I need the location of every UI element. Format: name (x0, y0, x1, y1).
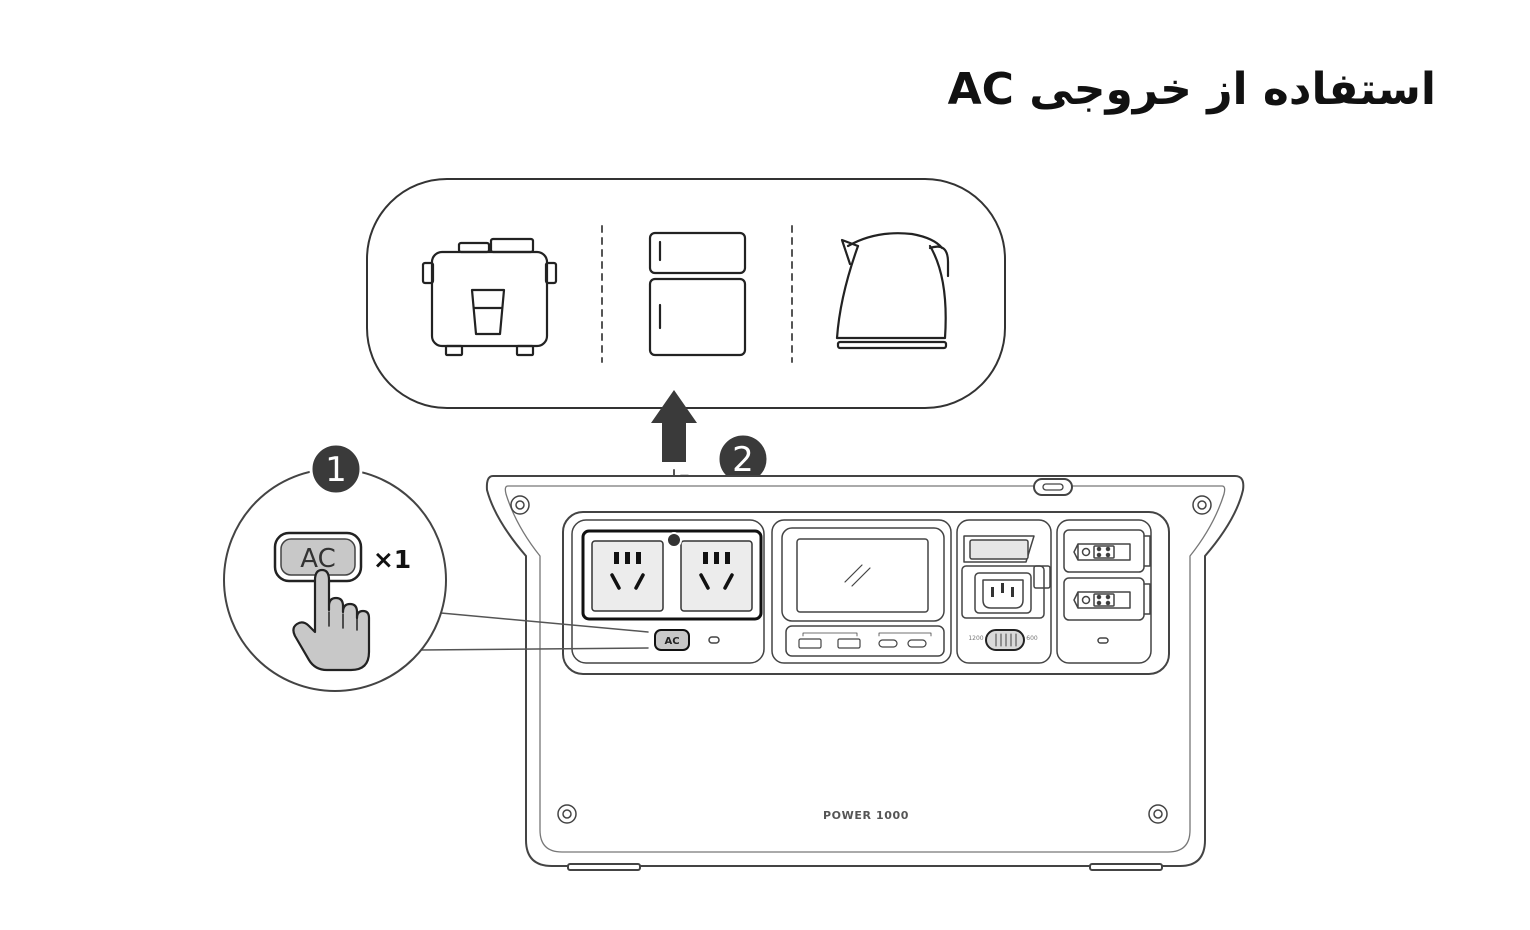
output-arrow (651, 390, 697, 462)
page-title: استفاده از خروجی AC (947, 64, 1436, 115)
screw-icon (510, 495, 1212, 824)
rice-cooker-icon (421, 237, 558, 357)
svg-text:2: 2 (732, 440, 754, 480)
svg-text:AC: AC (300, 544, 335, 574)
svg-text:1200: 1200 (968, 635, 983, 642)
appliance-panel (366, 178, 1006, 409)
kettle-icon (835, 232, 950, 350)
power-station: AC (485, 475, 1245, 871)
svg-text:600: 600 (1026, 635, 1038, 642)
svg-text:1: 1 (325, 450, 347, 490)
model-label: POWER 1000 (823, 809, 909, 822)
ac-socket (680, 540, 753, 612)
device-ac-button[interactable]: AC (654, 629, 690, 651)
pointing-hand-icon (292, 568, 371, 672)
dc-output-module (1056, 519, 1152, 664)
ac-socket-module: AC (571, 519, 765, 664)
refrigerator-icon (648, 231, 747, 357)
svg-text:AC: AC (664, 636, 679, 647)
ac-key-button[interactable]: AC (273, 531, 363, 583)
ac-socket (591, 540, 664, 612)
press-count: ×1 (373, 545, 411, 574)
step-1-badge: 1 (309, 442, 363, 496)
ac-input-module: 1200 600 (956, 519, 1052, 664)
display-usb-module (771, 519, 952, 664)
zoom-callout: AC ×1 (223, 468, 649, 692)
